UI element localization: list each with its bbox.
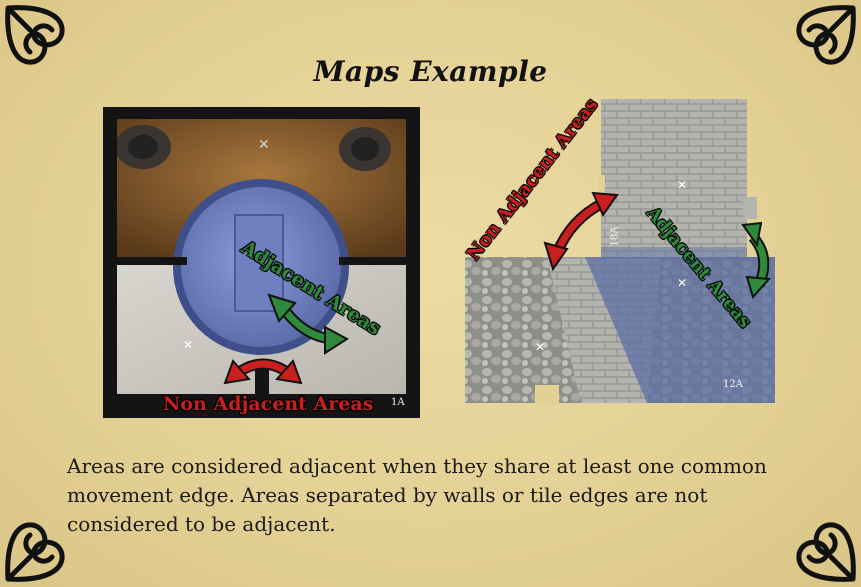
tile-number-label: 1A bbox=[391, 397, 405, 408]
svg-text:✕: ✕ bbox=[535, 340, 545, 354]
map-tile-left-illustration: ✕ ✕ bbox=[103, 107, 420, 418]
celtic-knot-corner-icon bbox=[0, 0, 92, 92]
svg-text:✕: ✕ bbox=[258, 137, 270, 153]
svg-text:✕: ✕ bbox=[677, 178, 687, 192]
svg-text:✕: ✕ bbox=[677, 276, 687, 290]
map-tile-left: ✕ ✕ Adjacent Areas Non Adjacent Areas 1A bbox=[103, 107, 420, 418]
tile-number-label: 12A bbox=[723, 379, 743, 390]
celtic-knot-corner-icon bbox=[769, 495, 861, 587]
map-tile-right-illustration: ✕ ✕ ✕ bbox=[465, 99, 775, 405]
rule-description-text: Areas are considered adjacent when they … bbox=[67, 454, 767, 536]
non-adjacent-areas-label: Non Adjacent Areas bbox=[163, 393, 374, 415]
map-tile-right: ✕ ✕ ✕ Non Adjacent Areas Adjacent Areas … bbox=[461, 94, 779, 405]
tile-number-label: 18A bbox=[609, 226, 621, 247]
celtic-knot-corner-icon bbox=[769, 0, 861, 92]
svg-text:✕: ✕ bbox=[183, 338, 193, 352]
celtic-knot-corner-icon bbox=[0, 495, 92, 587]
page-title: Maps Example bbox=[313, 55, 548, 88]
